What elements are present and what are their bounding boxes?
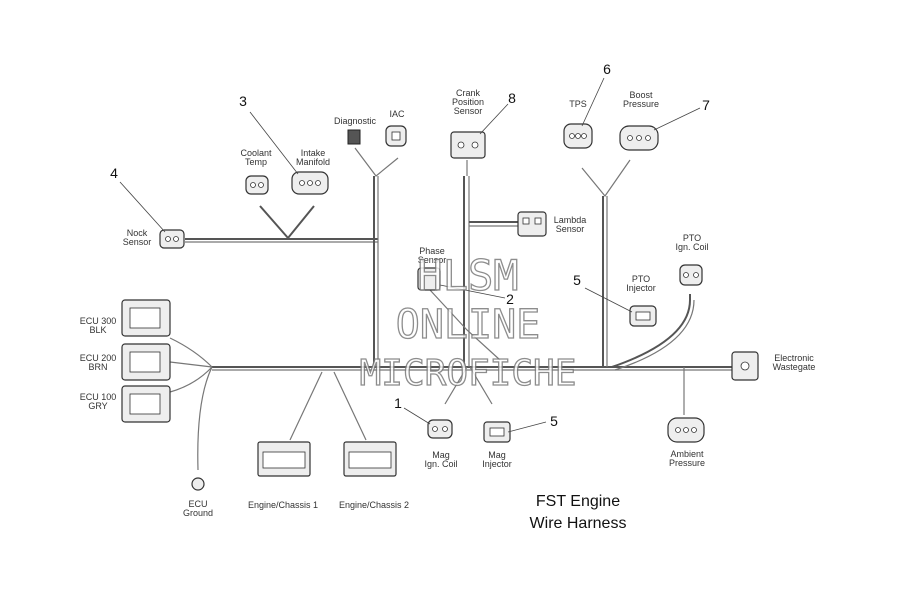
callout-1: 1 bbox=[394, 395, 402, 411]
ground-wire bbox=[197, 366, 213, 471]
mag-injector-branch bbox=[469, 366, 493, 405]
tps-label: TPS bbox=[569, 99, 587, 109]
harness-wires bbox=[169, 147, 735, 471]
chassis2-wire bbox=[333, 371, 367, 441]
watermark-line-2: ONLINE bbox=[396, 302, 541, 348]
chassis1-wire bbox=[289, 371, 323, 441]
callout-leaders bbox=[119, 77, 701, 433]
mag-ign-branch bbox=[444, 366, 468, 405]
callout-4: 4 bbox=[110, 165, 118, 181]
pto-branch bbox=[611, 294, 691, 368]
phase-sensor-connector bbox=[417, 267, 441, 291]
engine-chassis-1-label: Engine/Chassis 1 bbox=[248, 500, 318, 510]
engine-chassis-2-label: Engine/Chassis 2 bbox=[339, 500, 409, 510]
callout-numbers: 3 4 8 6 7 5 2 1 5 bbox=[110, 61, 710, 429]
callout-6: 6 bbox=[603, 61, 611, 77]
mag-ign-coil-connector bbox=[427, 419, 453, 439]
coolant-temp-connector bbox=[245, 175, 269, 195]
watermark-line-3: MICROFICHE bbox=[360, 353, 577, 394]
lambda-sensor-connector bbox=[517, 211, 547, 237]
callout-5-pto: 5 bbox=[573, 272, 581, 288]
watermark-line-1: HLSM bbox=[417, 251, 518, 300]
diagnostic-label: Diagnostic bbox=[334, 116, 377, 126]
iac-label: IAC bbox=[389, 109, 405, 119]
coolant-intake-branch bbox=[259, 205, 315, 240]
diagnostic-connector bbox=[347, 129, 361, 145]
ecu-ground-terminal bbox=[191, 477, 205, 491]
connectors bbox=[121, 123, 759, 491]
crank-position-sensor-connector bbox=[450, 131, 486, 159]
pto-ign-coil-connector bbox=[679, 264, 703, 286]
callout-2: 2 bbox=[506, 291, 514, 307]
callout-3: 3 bbox=[239, 93, 247, 109]
callout-8: 8 bbox=[508, 90, 516, 106]
callout-5-mag: 5 bbox=[550, 413, 558, 429]
watermark: HLSM ONLINE MICROFICHE bbox=[359, 250, 577, 394]
nock-sensor-connector bbox=[159, 229, 185, 249]
callout-7: 7 bbox=[702, 97, 710, 113]
